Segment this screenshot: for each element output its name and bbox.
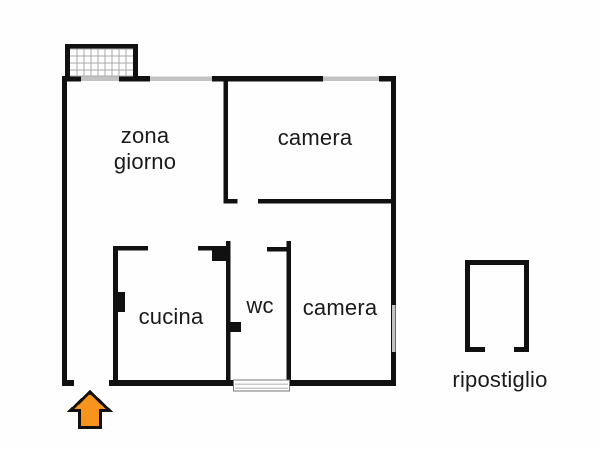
wall-right [391, 76, 396, 386]
wall-bottom-left [109, 380, 234, 386]
french-door-frame [233, 379, 290, 392]
room-label-living-line1: zona [120, 123, 170, 148]
wall-top-left-corner [62, 76, 81, 82]
balcony-wall-top [65, 44, 138, 49]
french-door [233, 379, 290, 392]
wall-bedroom-top-bottom [258, 199, 396, 204]
wall-kitchen-left [113, 246, 118, 386]
entrance-arrow-shape [66, 389, 114, 429]
storage-foot-left [465, 347, 485, 352]
wall-living-bedroom-jamb [223, 199, 238, 204]
kitchen-wall-block [113, 292, 125, 312]
storage-unit [465, 260, 529, 352]
wall-left-jamb [62, 380, 74, 386]
wall-bottom-right [289, 380, 396, 386]
window-bedroom-bottom [392, 305, 396, 352]
wc-wall-block [230, 322, 241, 332]
window-bedroom-top [323, 76, 379, 81]
room-label-living: zona giorno [114, 123, 176, 175]
room-label-kitchen: cucina [138, 304, 204, 329]
wall-kitchen-top-a [113, 246, 148, 251]
storage-wall-top [465, 260, 529, 265]
wall-top-seg3 [212, 76, 323, 82]
wall-living-bedroom-divider [223, 81, 228, 204]
room-label-bedroom-bottom: camera [302, 295, 378, 320]
kitchen-flue-block [212, 248, 229, 261]
storage-foot-right [514, 347, 529, 352]
entrance-arrow-icon [66, 389, 114, 429]
window-living [150, 76, 212, 81]
balcony-wall-right [133, 44, 138, 79]
room-label-storage: ripostiglio [452, 367, 548, 392]
room-label-bedroom-top: camera [277, 125, 353, 150]
room-label-living-line2: giorno [113, 149, 177, 174]
storage-wall-left [465, 260, 470, 352]
room-label-wc: wc [246, 293, 274, 318]
wall-left [62, 76, 67, 386]
balcony-hatch-icon [70, 48, 133, 77]
wall-top-right-corner [379, 76, 396, 82]
wall-wc-bedroom-divider [286, 241, 291, 386]
wall-wc-top-jamb [267, 247, 290, 252]
apartment-walls [62, 76, 396, 386]
balcony-wall-left [65, 44, 70, 79]
wall-kitchen-wc-divider [226, 241, 231, 386]
balcony [65, 44, 138, 79]
storage-wall-right [524, 260, 529, 352]
window-balcony-door [81, 76, 119, 81]
